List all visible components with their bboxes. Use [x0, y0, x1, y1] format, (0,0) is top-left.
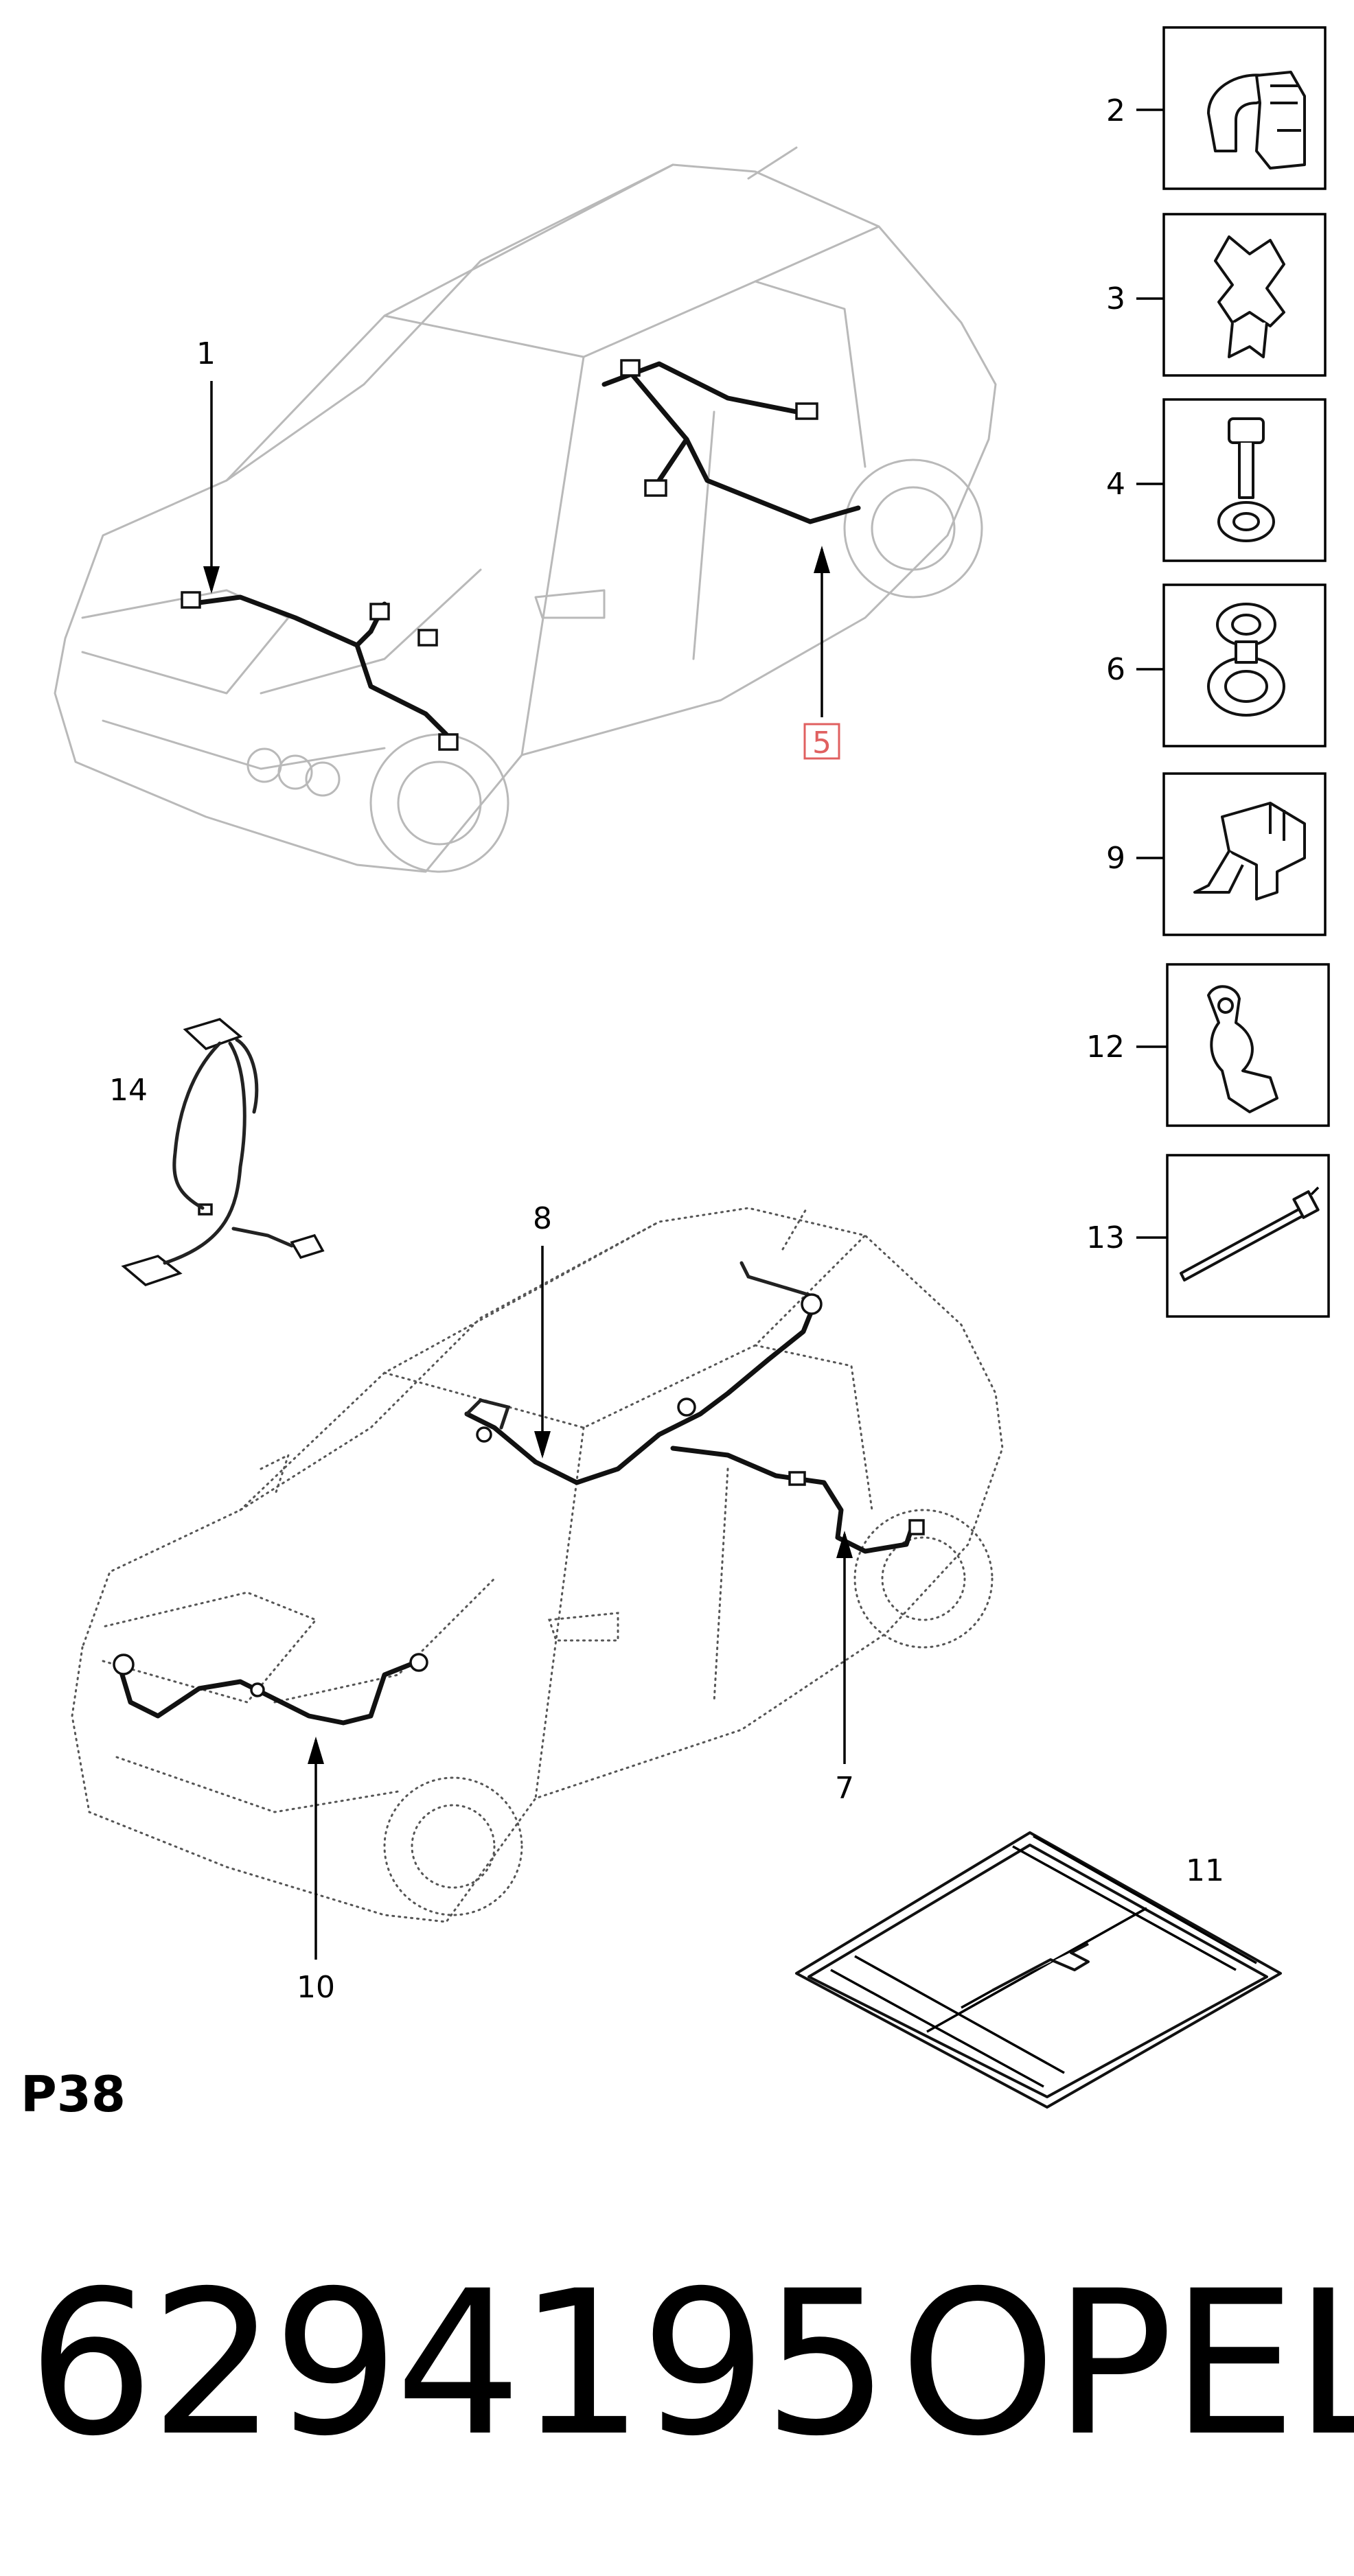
top-car-outline — [54, 146, 997, 873]
callout-12-label: 12 — [1086, 1030, 1125, 1065]
bottom-car-outline — [71, 1207, 1004, 1923]
callout-11-label: 11 — [1186, 1853, 1224, 1888]
callout-1: 1 — [196, 336, 220, 594]
part-number: 6294195 — [27, 2249, 890, 2480]
callout-7-label: 7 — [835, 1771, 854, 1806]
part-14-harness: 14 — [109, 1018, 325, 1286]
callout-1-label: 1 — [196, 336, 216, 371]
part-11-sheet: 11 — [795, 1831, 1282, 2109]
part-box-2: 2 — [1106, 26, 1327, 190]
part-box-3: 3 — [1106, 213, 1327, 377]
callout-3-label: 3 — [1106, 281, 1125, 316]
callout-6-label: 6 — [1106, 652, 1125, 687]
callout-14-label: 14 — [109, 1073, 148, 1108]
callout-8: 8 — [533, 1201, 552, 1459]
part-box-9: 9 — [1106, 772, 1327, 936]
callout-8-label: 8 — [533, 1201, 552, 1236]
callout-10: 10 — [297, 1737, 335, 2005]
callout-10-label: 10 — [297, 1970, 335, 2005]
bottom-car-harness — [113, 1261, 925, 1726]
part-box-12: 12 — [1086, 963, 1330, 1127]
part-box-6: 6 — [1106, 583, 1327, 747]
callout-4-label: 4 — [1106, 467, 1125, 502]
page-code: P38 — [21, 2065, 126, 2123]
callout-2-label: 2 — [1106, 93, 1125, 128]
callout-7: 7 — [835, 1531, 854, 1806]
callout-13-label: 13 — [1086, 1220, 1125, 1255]
top-car-harness — [181, 359, 861, 751]
callout-9-label: 9 — [1106, 841, 1125, 876]
part-box-13: 13 — [1086, 1154, 1330, 1318]
callout-5: 5 — [803, 546, 840, 761]
callout-5-label: 5 — [812, 726, 831, 761]
brand-name: OPEL — [899, 2249, 1354, 2480]
part-box-4: 4 — [1106, 398, 1327, 562]
